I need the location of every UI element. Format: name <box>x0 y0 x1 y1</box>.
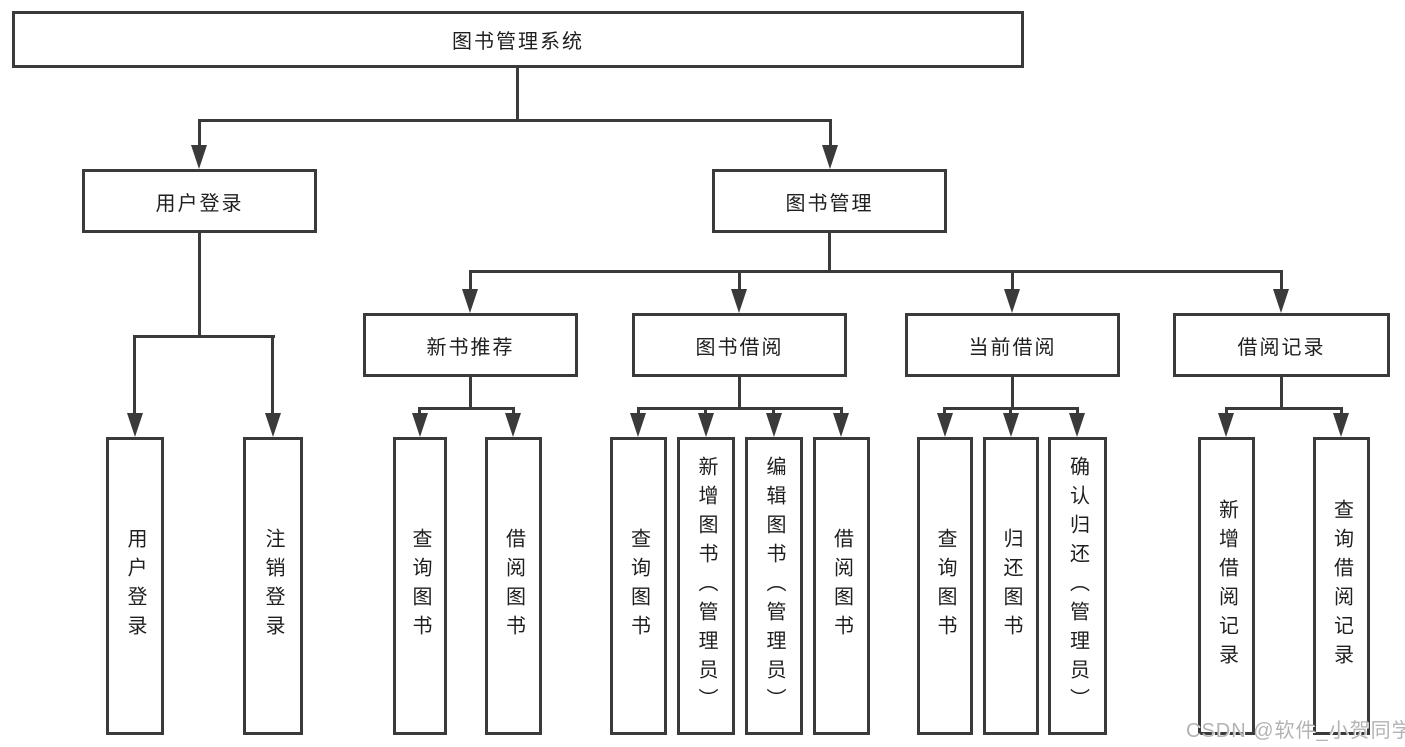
leaf-label: 确认归还（管理员） <box>1066 455 1089 717</box>
node-label: 借阅记录 <box>1237 336 1326 359</box>
node-label: 当前借阅 <box>968 336 1057 359</box>
connector-borrow-stem <box>738 377 741 410</box>
node-label: 新书推荐 <box>426 336 515 359</box>
node-current-borrow: 当前借阅 <box>905 313 1120 377</box>
leaf-label: 归还图书 <box>1000 528 1022 644</box>
leaf-label: 查询图书 <box>409 528 431 644</box>
node-new-book-recommend: 新书推荐 <box>363 313 578 377</box>
arrowhead-to-borrow-records <box>1273 289 1289 313</box>
leaf-label: 查询图书 <box>934 528 956 644</box>
leaf-records-add-record: 新增借阅记录 <box>1198 437 1255 735</box>
leaf-user-login: 用户登录 <box>106 437 164 735</box>
leaf-label: 用户登录 <box>124 528 146 644</box>
leaf-records-query-record: 查询借阅记录 <box>1313 437 1370 735</box>
connector-books-stem <box>828 233 831 273</box>
connector-login-stem <box>198 233 201 338</box>
connector-level3-drop <box>738 270 741 296</box>
connector-books-drop <box>829 119 832 150</box>
connector-current-stem <box>1011 377 1014 410</box>
connector-level2-bar <box>198 119 832 122</box>
connector-recommend-bar <box>418 407 515 410</box>
connector-login-drop <box>198 119 201 150</box>
node-user-login: 用户登录 <box>82 169 317 233</box>
connector-leaf-drop <box>271 335 274 420</box>
leaf-logout: 注销登录 <box>243 437 303 735</box>
arrowhead-to-leaf-current-query <box>937 413 953 437</box>
leaf-current-query-books: 查询图书 <box>917 437 973 735</box>
connector-level3-drop <box>1280 270 1283 296</box>
leaf-label: 注销登录 <box>262 528 284 644</box>
arrowhead-to-leaf-borrow-query <box>630 413 646 437</box>
arrowhead-to-leaf-borrow-edit <box>766 413 782 437</box>
arrowhead-to-leaf-logout <box>265 413 281 437</box>
arrowhead-to-leaf-borrow-add <box>698 413 714 437</box>
arrowhead-to-leaf-current-confirm <box>1069 413 1085 437</box>
leaf-recommend-borrow-books: 借阅图书 <box>485 437 542 735</box>
leaf-borrow-query-books: 查询图书 <box>610 437 667 735</box>
leaf-label: 借阅图书 <box>830 528 853 644</box>
arrowhead-to-book-management <box>822 145 838 169</box>
leaf-label: 新增图书（管理员） <box>695 455 717 717</box>
arrowhead-to-leaf-borrow-borrow <box>833 413 849 437</box>
leaf-recommend-query-books: 查询图书 <box>393 437 447 735</box>
connector-records-stem <box>1280 377 1283 410</box>
node-label: 用户登录 <box>155 192 244 215</box>
arrowhead-to-book-borrow <box>731 289 747 313</box>
connector-level3-bar <box>469 270 1283 273</box>
arrowhead-to-leaf-records-add <box>1218 413 1234 437</box>
leaf-label: 编辑图书（管理员） <box>763 455 785 717</box>
node-label: 图书管理 <box>785 192 874 215</box>
arrowhead-to-new-book-recommend <box>462 289 478 313</box>
node-root-library-system: 图书管理系统 <box>12 11 1024 68</box>
arrowhead-to-leaf-recommend-query <box>412 413 428 437</box>
arrowhead-to-leaf-recommend-borrow <box>505 413 521 437</box>
arrowhead-to-current-borrow <box>1004 289 1020 313</box>
leaf-borrow-edit-books-admin: 编辑图书（管理员） <box>745 437 803 735</box>
leaf-current-return-books: 归还图书 <box>983 437 1039 735</box>
leaf-label: 新增借阅记录 <box>1215 499 1238 673</box>
connector-records-bar <box>1225 407 1343 410</box>
connector-level3-drop <box>1011 270 1014 296</box>
node-label: 图书管理系统 <box>452 31 584 53</box>
leaf-borrow-add-books-admin: 新增图书（管理员） <box>677 437 735 735</box>
arrowhead-to-leaf-current-return <box>1003 413 1019 437</box>
connector-root-stem <box>516 68 519 122</box>
node-book-borrow: 图书借阅 <box>632 313 847 377</box>
connector-recommend-stem <box>469 377 472 410</box>
connector-borrow-bar <box>637 407 843 410</box>
arrowhead-to-leaf-records-query <box>1333 413 1349 437</box>
node-book-management: 图书管理 <box>712 169 947 233</box>
connector-login-bar <box>133 335 275 338</box>
arrowhead-to-leaf-user-login <box>127 413 143 437</box>
leaf-borrow-borrow-books: 借阅图书 <box>813 437 870 735</box>
leaf-current-confirm-return-admin: 确认归还（管理员） <box>1048 437 1107 735</box>
node-label: 图书借阅 <box>695 336 784 359</box>
node-borrow-records: 借阅记录 <box>1173 313 1390 377</box>
csdn-watermark: CSDN @软件_小贺同学 <box>1186 720 1405 742</box>
connector-leaf-drop <box>133 335 136 420</box>
arrowhead-to-user-login <box>191 145 207 169</box>
leaf-label: 查询图书 <box>627 528 650 644</box>
leaf-label: 查询借阅记录 <box>1330 499 1353 673</box>
connector-level3-drop <box>469 270 472 296</box>
leaf-label: 借阅图书 <box>502 528 525 644</box>
